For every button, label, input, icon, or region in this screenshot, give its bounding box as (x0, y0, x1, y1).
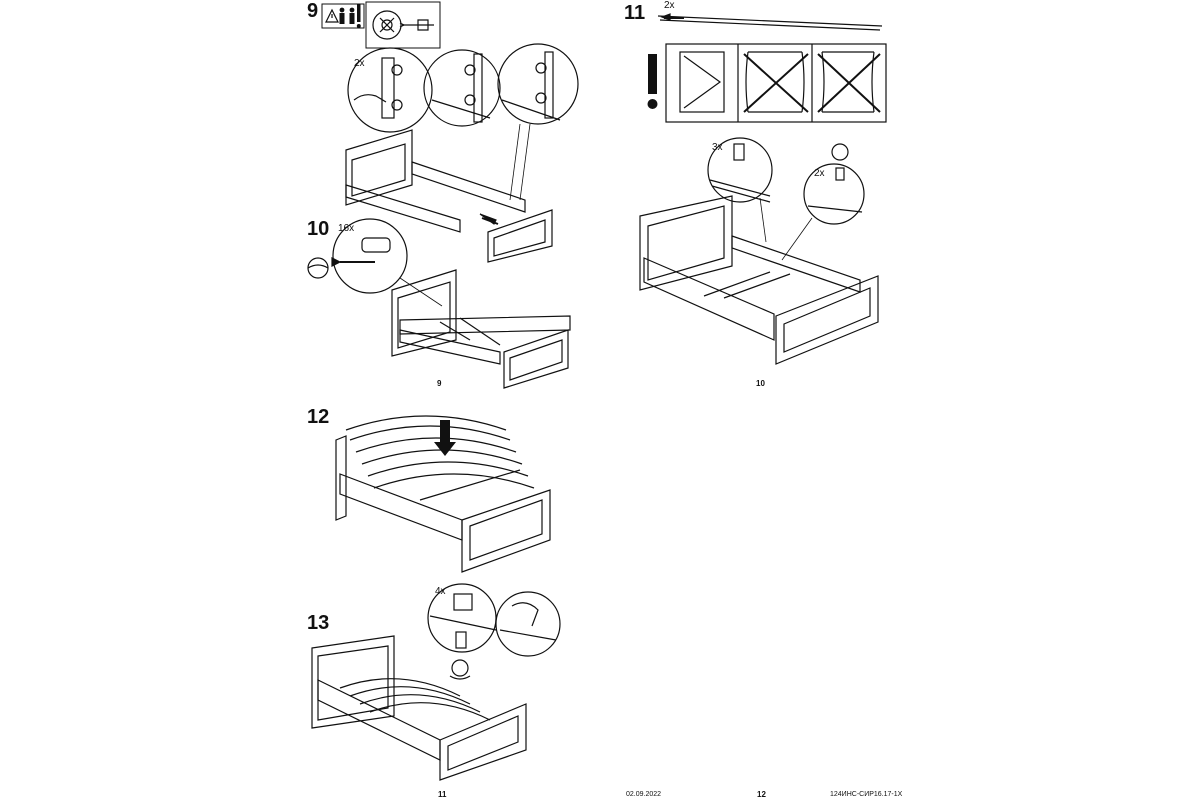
qty-step10: 16x (338, 223, 355, 234)
down-arrow-icon (434, 420, 456, 456)
step12-bed-frame (335, 435, 551, 573)
step-number-12: 12 (307, 406, 330, 428)
qty-step11-2x: 2x (814, 168, 825, 179)
document-code: 124ИНС-СИР16.17-1Х (830, 791, 903, 798)
step12-slats (345, 415, 535, 489)
step9-tool-box (365, 1, 441, 49)
two-persons-icon (339, 7, 355, 24)
step11-detail-circle-2 (803, 143, 865, 225)
figure-caption-right: 10 (756, 379, 765, 388)
step9-detail-circle-2 (423, 49, 501, 127)
step-number-11: 11 (624, 2, 646, 24)
rail-caution-icon (665, 43, 887, 123)
step10-screw-detail (307, 218, 408, 294)
page-number-left: 11 (438, 790, 447, 799)
step9-warning-icons (321, 3, 365, 29)
qty-step11-3x: 3x (712, 142, 723, 153)
page-number-right: 12 (757, 790, 766, 799)
step11-rail (657, 13, 883, 31)
step11-exclamation-icon (647, 54, 658, 109)
step9-detail-circle-3 (497, 43, 579, 125)
step13-hand-detail (495, 591, 561, 657)
figure-caption-left: 9 (437, 379, 442, 388)
warning-icon (325, 8, 339, 23)
exclamation-icon (356, 4, 361, 28)
step10-bed-frame (391, 269, 571, 389)
qty-step9: 2x (354, 58, 365, 69)
step11-bed-frame (639, 195, 879, 365)
step11-detail-circle-1 (707, 137, 773, 203)
print-date: 02.09.2022 (626, 791, 662, 798)
step9-detail-circle-1 (347, 47, 433, 133)
step-number-10: 10 (307, 218, 330, 240)
step-number-13: 13 (307, 612, 330, 634)
step-number-9: 9 (307, 0, 319, 22)
step13-bed-frame (311, 635, 527, 781)
qty-step13: 4x (435, 586, 446, 597)
step13-foot-detail (427, 583, 497, 680)
step9-bed-frame (345, 129, 553, 263)
qty-step11-rail: 2x (664, 0, 675, 11)
